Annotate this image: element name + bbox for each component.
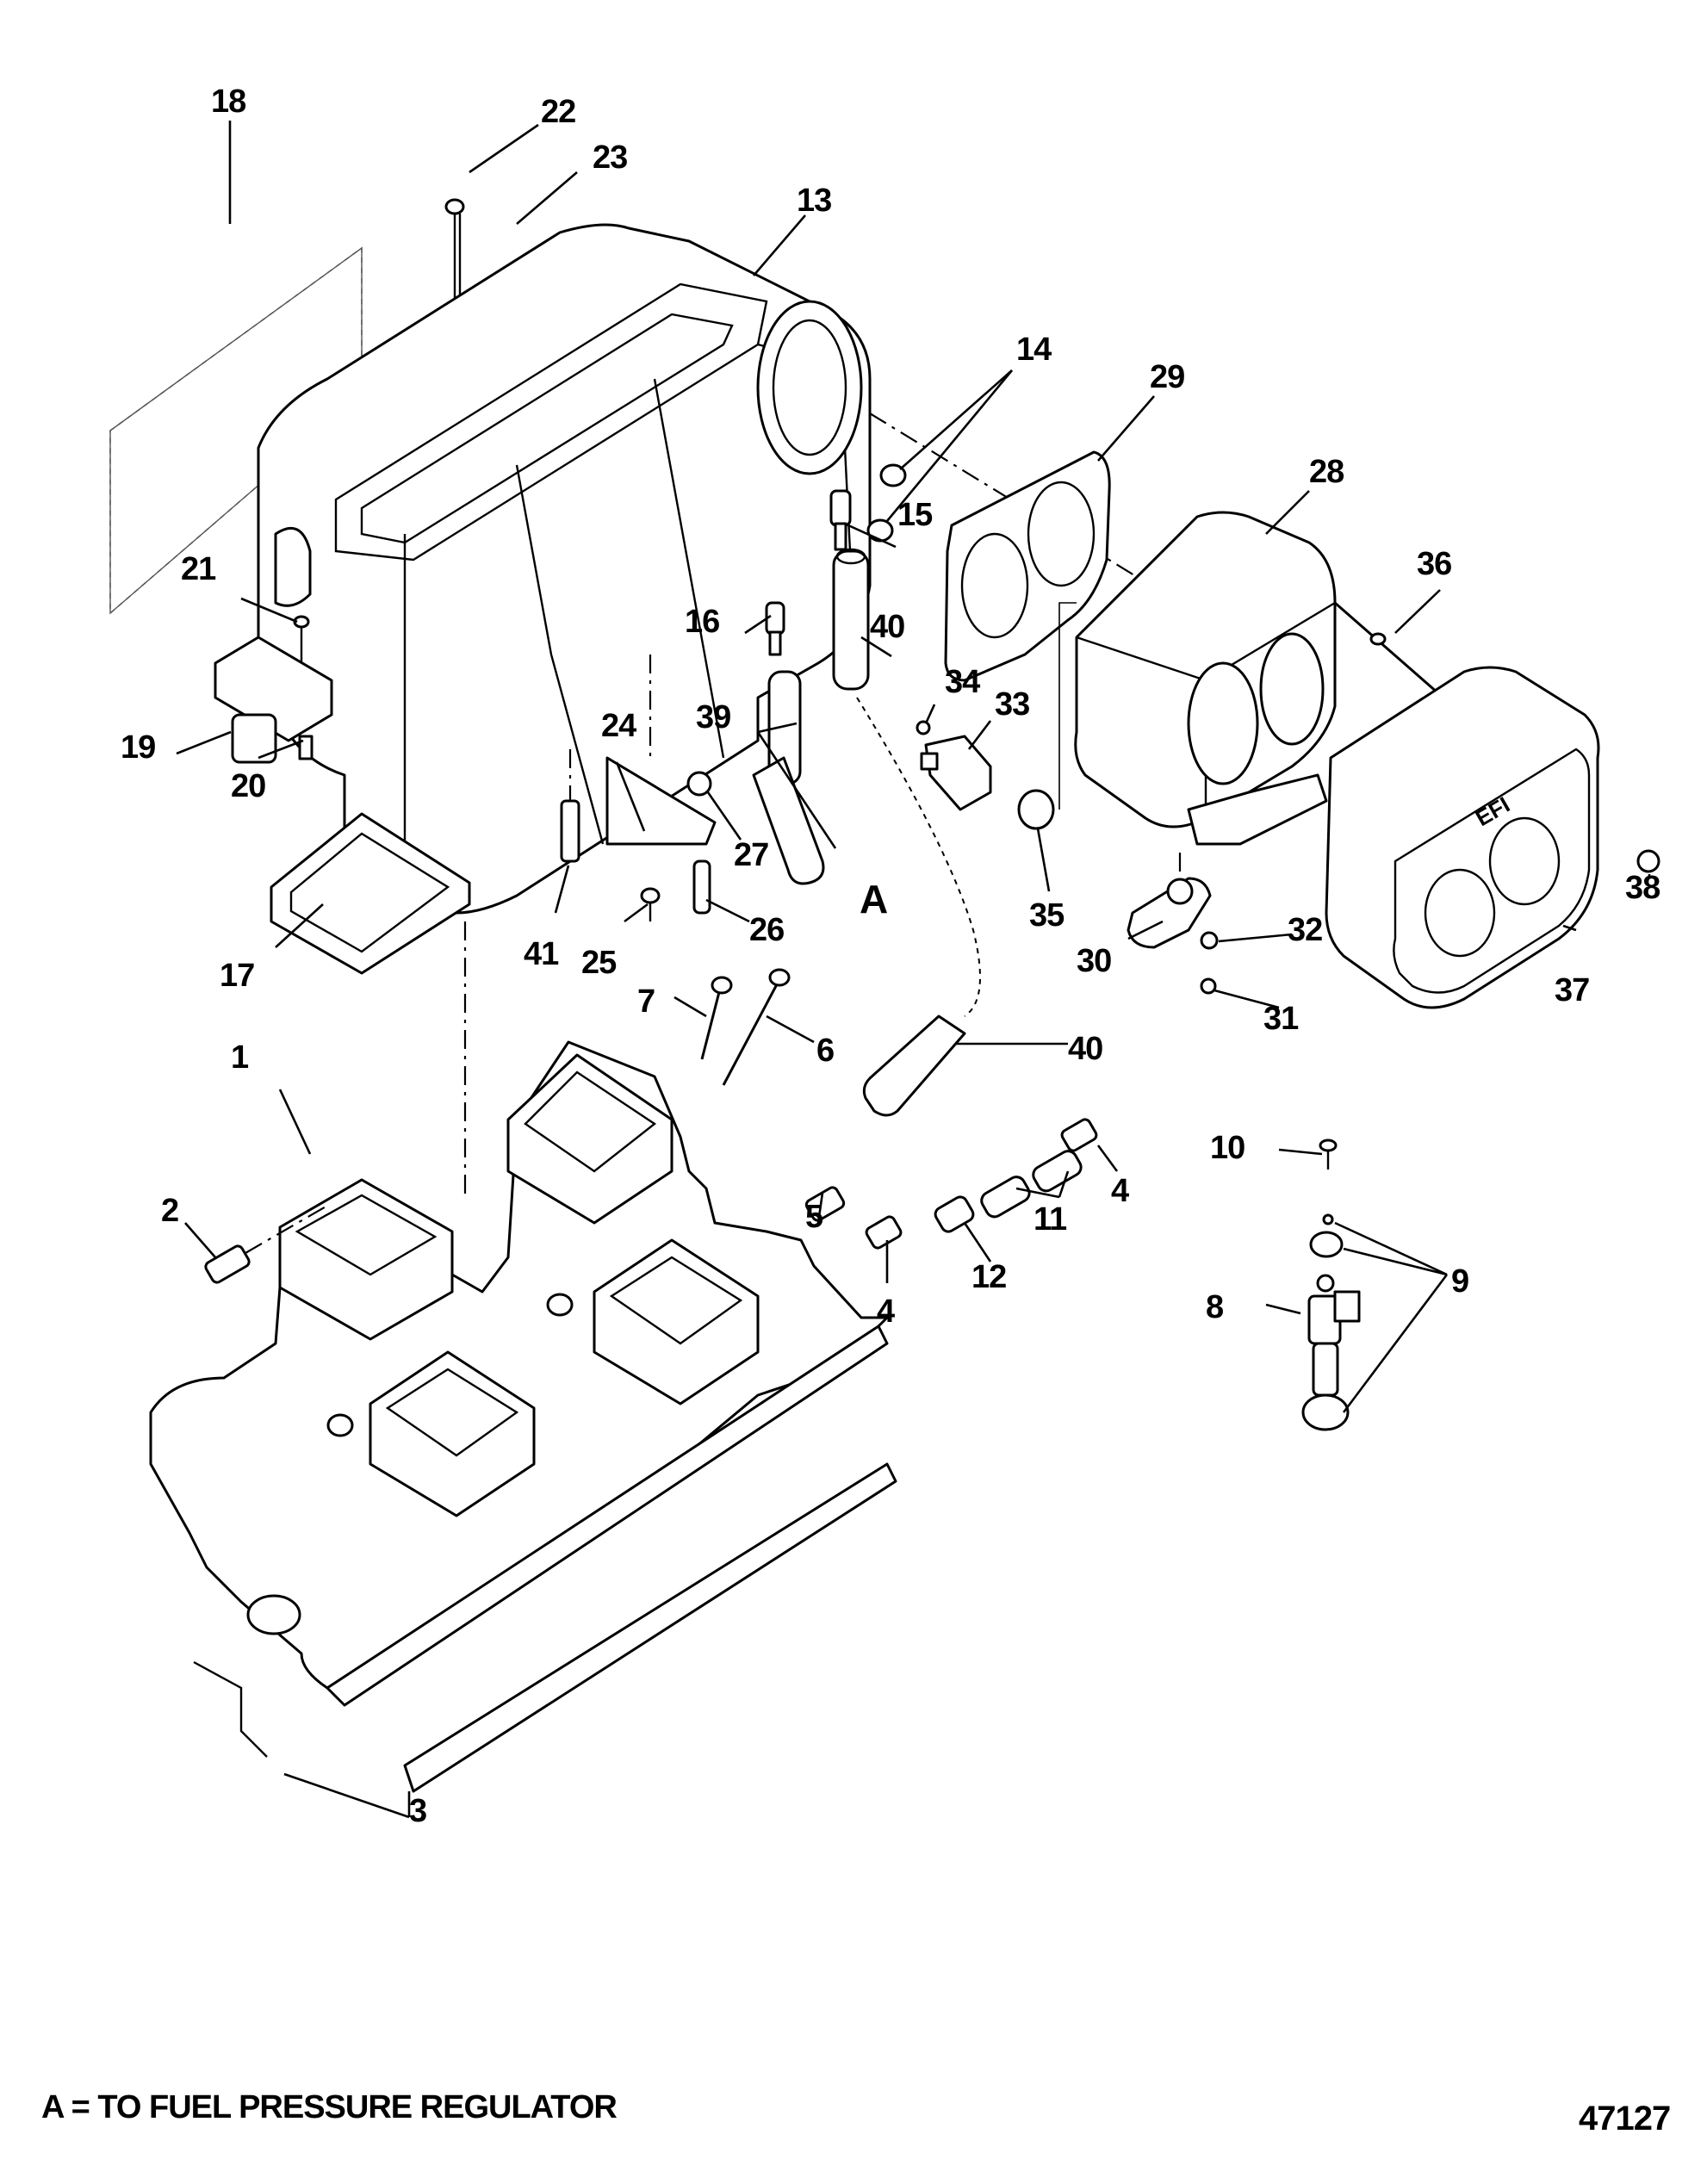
part-flame-arrestor: EFI <box>1325 666 1600 1009</box>
callout-38: 38 <box>1625 870 1660 906</box>
part-spacer-20 <box>298 735 313 760</box>
part-fitting-16 <box>765 601 785 656</box>
callout-40-upper: 40 <box>870 609 904 645</box>
callout-4-lower: 4 <box>877 1294 895 1330</box>
part-stud <box>1334 601 1439 695</box>
part-plugs <box>866 463 907 543</box>
part-nut-27 <box>686 771 712 797</box>
callout-13: 13 <box>797 183 831 219</box>
callout-37: 37 <box>1555 972 1589 1008</box>
callout-15: 15 <box>897 497 933 533</box>
part-hose-40-upper <box>832 548 870 691</box>
part-fitting-15 <box>829 489 852 551</box>
part-plenum-gasket <box>270 812 471 975</box>
part-clamp-12 <box>934 1195 975 1233</box>
part-fitting-5 <box>804 1186 846 1222</box>
callout-30: 30 <box>1077 943 1111 979</box>
figure-id: 47127 <box>1579 2100 1671 2137</box>
part-washer-32 <box>1200 931 1219 950</box>
part-sensor-19 <box>214 636 333 764</box>
callout-11: 11 <box>1034 1201 1067 1238</box>
callout-19: 19 <box>121 729 155 766</box>
part-idle-air-control-valve <box>920 735 992 811</box>
callout-27: 27 <box>734 837 768 873</box>
callout-1: 1 <box>231 1039 249 1076</box>
callout-29: 29 <box>1150 359 1184 395</box>
callout-28: 28 <box>1309 454 1344 490</box>
part-hose-40-lower <box>862 1014 966 1117</box>
callout-41: 41 <box>524 936 559 972</box>
part-fuel-injector <box>1301 1290 1361 1431</box>
part-screw-21 <box>293 615 310 663</box>
callout-20: 20 <box>231 768 265 804</box>
callout-16: 16 <box>685 604 719 640</box>
part-nut-38 <box>1636 849 1660 873</box>
callout-32: 32 <box>1288 912 1322 948</box>
part-hose-11b <box>1032 1150 1083 1193</box>
callout-10: 10 <box>1210 1130 1245 1166</box>
callout-35: 35 <box>1029 897 1065 934</box>
callout-24: 24 <box>601 708 636 744</box>
callout-39: 39 <box>696 699 730 735</box>
part-intake-manifold <box>149 1040 889 1707</box>
callout-8: 8 <box>1206 1289 1223 1325</box>
part-screw-25 <box>640 887 661 921</box>
callout-labels: 18 22 23 13 14 29 28 15 36 21 16 40 34 3… <box>121 84 1660 1829</box>
part-o-rings <box>1309 1213 1344 1293</box>
part-bolt-7 <box>700 976 733 1060</box>
leader-lines <box>176 121 1651 1819</box>
callout-33: 33 <box>995 686 1029 723</box>
part-throttle-body-gasket <box>944 450 1111 682</box>
callout-34: 34 <box>945 664 980 700</box>
assembly-line <box>245 1205 328 1254</box>
part-fitting-4-upper <box>1060 1118 1098 1152</box>
part-fitting-4-lower <box>865 1215 903 1250</box>
callout-21: 21 <box>181 551 216 587</box>
callout-2: 2 <box>161 1193 178 1229</box>
callout-23: 23 <box>593 140 627 176</box>
callout-31: 31 <box>1263 1001 1299 1037</box>
part-throttle-body <box>1074 511 1337 846</box>
callout-26: 26 <box>749 912 784 948</box>
part-bolt-26 <box>692 859 711 915</box>
callout-18: 18 <box>211 84 245 120</box>
part-temperature-sender <box>204 1244 251 1284</box>
flow-marker-A: A <box>860 877 887 921</box>
part-plenum <box>257 223 872 924</box>
part-hose-11a <box>980 1176 1031 1219</box>
part-manifold-gasket <box>193 1462 897 1793</box>
callout-7: 7 <box>637 983 655 1020</box>
footnote: A = TO FUEL PRESSURE REGULATOR <box>41 2089 618 2125</box>
callout-4-upper: 4 <box>1111 1173 1129 1209</box>
callout-36: 36 <box>1417 546 1451 582</box>
part-bracket <box>605 655 717 846</box>
callout-3: 3 <box>409 1793 426 1829</box>
part-screw-34 <box>916 720 931 735</box>
part-bolt-6 <box>722 968 791 1086</box>
part-screw-10 <box>1319 1139 1338 1170</box>
callout-25: 25 <box>581 945 617 981</box>
callout-40-lower: 40 <box>1068 1031 1102 1067</box>
callout-22: 22 <box>541 94 575 130</box>
part-o-ring-35 <box>1017 789 1055 830</box>
callout-5: 5 <box>805 1199 823 1235</box>
callout-9: 9 <box>1451 1263 1468 1300</box>
callout-17: 17 <box>220 958 254 994</box>
callout-14: 14 <box>1016 332 1052 368</box>
part-sensor-41 <box>560 749 580 863</box>
part-hose-39 <box>752 670 825 885</box>
callout-6: 6 <box>816 1033 834 1069</box>
part-screw-31 <box>1200 977 1217 995</box>
callout-12: 12 <box>971 1259 1006 1295</box>
